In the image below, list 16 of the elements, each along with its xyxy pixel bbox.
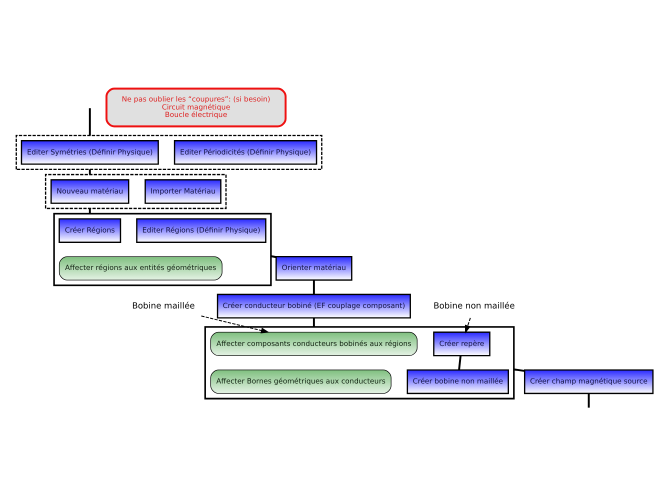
connector bbox=[88, 108, 91, 135]
cluster bbox=[53, 212, 272, 286]
connector bbox=[270, 254, 276, 258]
node-text: Bobine non maillée bbox=[433, 300, 515, 310]
connector bbox=[88, 208, 91, 214]
connector bbox=[88, 168, 91, 174]
arrow bbox=[464, 316, 471, 334]
connector bbox=[312, 317, 315, 326]
connector bbox=[312, 280, 315, 294]
arrow bbox=[200, 314, 270, 333]
connector bbox=[514, 368, 525, 372]
connector bbox=[458, 355, 462, 370]
connector bbox=[588, 393, 590, 408]
cluster bbox=[44, 173, 227, 209]
node-text: Bobine maillée bbox=[132, 300, 195, 310]
cluster bbox=[16, 134, 322, 170]
